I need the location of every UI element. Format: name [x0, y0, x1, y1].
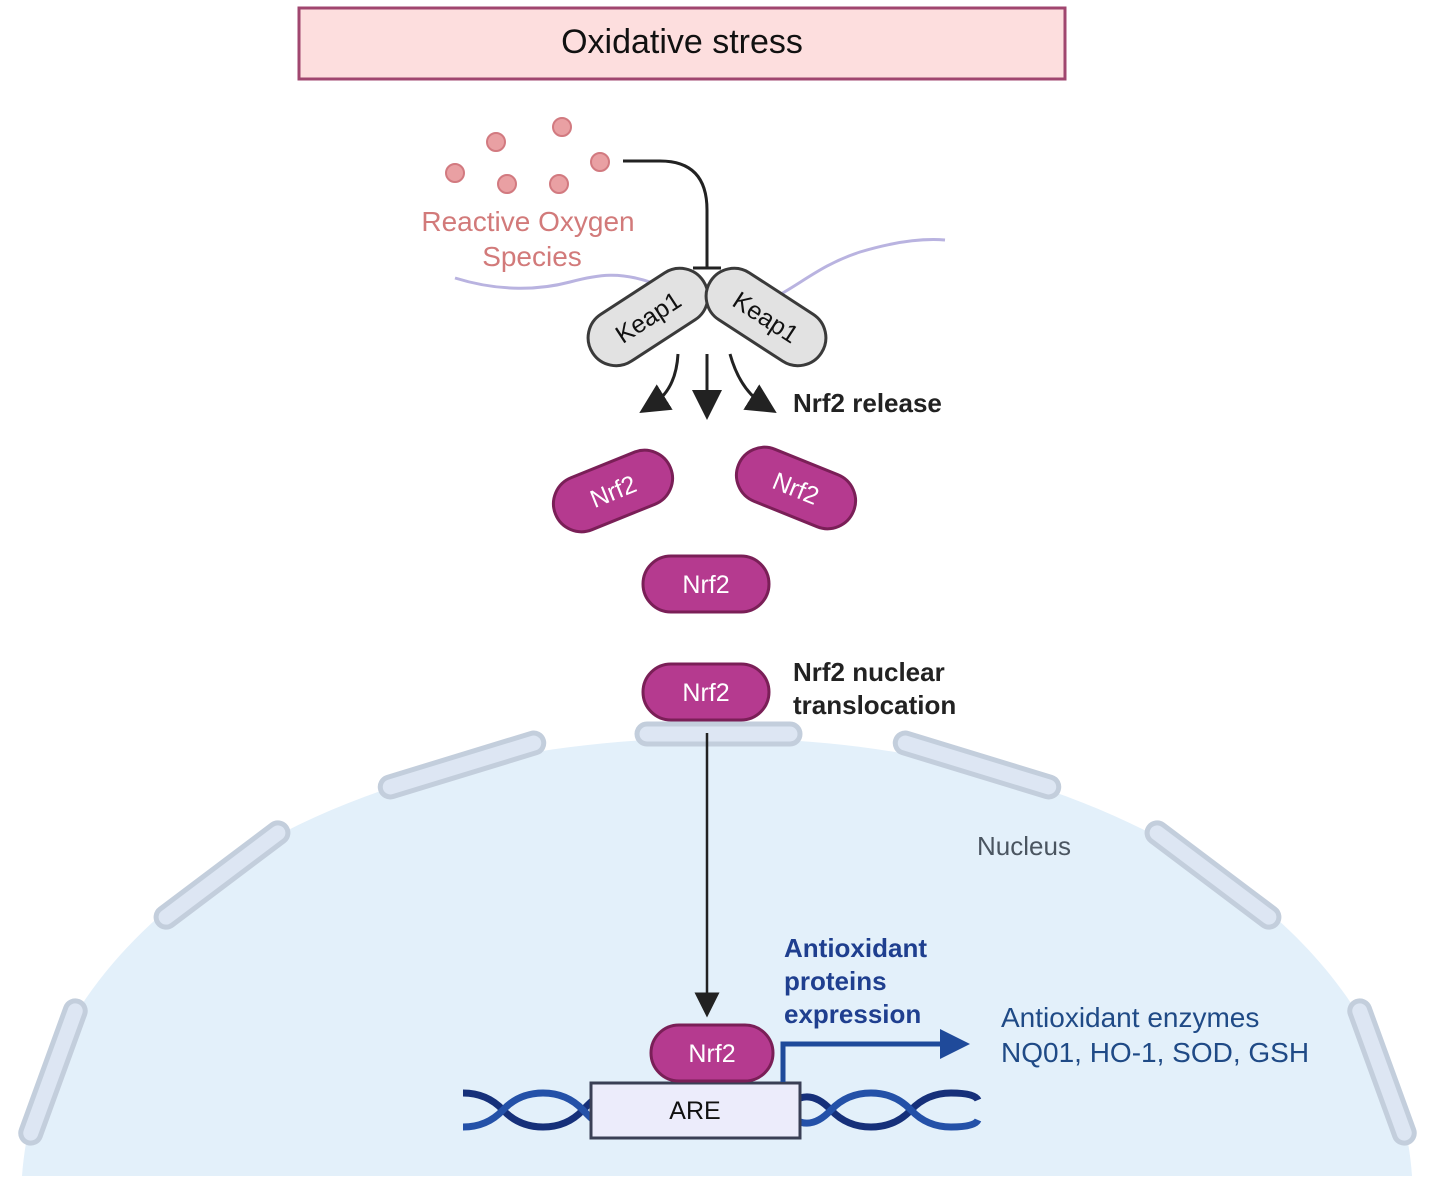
banner-title: Oxidative stress: [561, 23, 803, 61]
ros-molecules: [445, 117, 610, 194]
ros-dot: [590, 152, 610, 172]
nrf2-bound: Nrf2: [649, 1023, 775, 1083]
keap1-right: Keap1: [704, 266, 828, 368]
expression-label-line2: proteins: [784, 966, 887, 996]
are-label: ARE: [669, 1097, 720, 1125]
nucleus-label: Nucleus: [977, 831, 1071, 861]
ros-label-line2: Species: [482, 241, 582, 272]
nrf2-label: Nrf2: [688, 1040, 735, 1068]
ros-dot: [445, 163, 465, 183]
release-arrows: [639, 353, 777, 420]
enzymes-label-line1: Antioxidant enzymes: [1001, 1002, 1259, 1033]
nuclear-pore: [18, 998, 88, 1146]
ros-label-line1: Reactive Oxygen: [421, 206, 634, 237]
nrf2-release-label: Nrf2 release: [793, 388, 942, 418]
nuclear-pore: [634, 721, 803, 747]
ros-dot: [549, 174, 569, 194]
nucleus: [22, 738, 1412, 1176]
ros-dot: [486, 132, 506, 152]
membrane-strand-right: [769, 238, 946, 302]
nrf2-label: Nrf2: [682, 571, 729, 599]
oxidative-stress-banner: Oxidative stress: [297, 6, 1067, 81]
nuclear-envelope: [18, 721, 1417, 1146]
inhibition-arrow: [623, 159, 721, 270]
translocation-label-line1: Nrf2 nuclear: [793, 657, 945, 687]
expression-arrow: [780, 1029, 970, 1082]
are-element: ARE: [589, 1081, 802, 1140]
nrf2-free-right: Nrf2: [734, 445, 858, 531]
nrf2-free-left: Nrf2: [551, 448, 675, 534]
ros-dot: [552, 117, 572, 137]
enzymes-label-line2: NQ01, HO-1, SOD, GSH: [1001, 1037, 1309, 1068]
membrane-strand-left: [454, 273, 651, 290]
nuclear-pore: [377, 730, 547, 800]
translocation-label-line2: translocation: [793, 690, 956, 720]
nuclear-pore: [1144, 820, 1282, 930]
ros-dot: [497, 174, 517, 194]
nrf2-free-center: Nrf2: [641, 554, 771, 614]
expression-label-line3: expression: [784, 999, 921, 1029]
nrf2-label: Nrf2: [682, 679, 729, 707]
nrf2-translocating: Nrf2: [641, 662, 771, 722]
expression-label-line1: Antioxidant: [784, 933, 927, 963]
nuclear-pore: [892, 730, 1062, 800]
nuclear-pore: [153, 820, 291, 930]
nuclear-pore: [1347, 998, 1417, 1146]
